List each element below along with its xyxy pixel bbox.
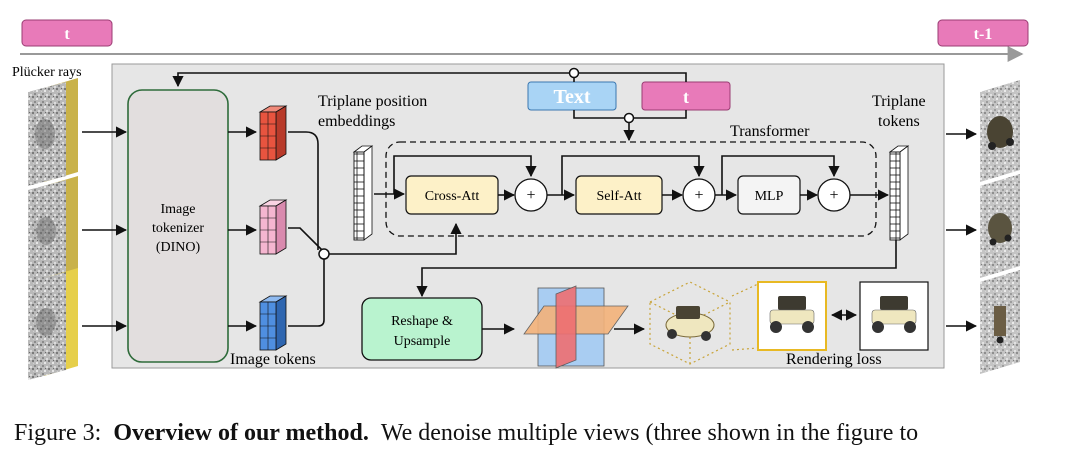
text-condition-label: Text <box>553 86 590 108</box>
triplane-representation <box>523 285 629 369</box>
triplane-position-label-line1: Triplane position <box>318 93 427 110</box>
method-diagram: t t-1 Plücker rays Image tokenizer (DINO… <box>12 19 1029 380</box>
reshape-label-line1: Reshape & <box>391 314 453 329</box>
token-merge-node <box>318 248 330 260</box>
image-tokens-label: Image tokens <box>230 351 316 368</box>
timestep-t-minus-1-badge: t-1 <box>937 19 1029 47</box>
denoised-output-view-3 <box>980 270 1020 374</box>
noisy-input-view-2 <box>28 176 78 284</box>
triplane-tokens-stack <box>888 145 910 241</box>
mlp-label: MLP <box>755 189 784 204</box>
rendering-loss-label: Rendering loss <box>786 351 882 368</box>
target-view-image <box>859 281 929 351</box>
rendered-3d-car <box>649 281 731 365</box>
triplane-position-label-line2: embeddings <box>318 113 395 130</box>
triplane-tokens-label-line1: Triplane <box>872 93 926 110</box>
image-tokenizer-line1: Image <box>161 202 196 217</box>
svg-text:+: + <box>526 187 535 204</box>
denoised-output-view-1 <box>980 80 1020 182</box>
mlp-block: MLP <box>737 175 801 215</box>
svg-text:+: + <box>694 187 703 204</box>
denoised-output-view-2 <box>980 174 1020 278</box>
svg-text:+: + <box>829 187 838 204</box>
timestep-t-minus-1-label: t-1 <box>974 26 993 43</box>
residual-add-2: + <box>682 178 716 212</box>
t-condition-box: t <box>641 81 731 111</box>
triplane-position-embeddings-stack <box>352 145 374 241</box>
image-token-stack-pink <box>258 199 288 255</box>
caption-title: Overview of our method. <box>113 420 369 446</box>
cross-att-block: Cross-Att <box>405 175 499 215</box>
image-tokenizer-block: Image tokenizer (DINO) <box>127 89 229 363</box>
noisy-input-view-3 <box>28 268 78 380</box>
noisy-input-view-1 <box>28 78 78 186</box>
timestep-t-label: t <box>64 26 70 43</box>
figure-caption: Figure 3: Overview of our method. We den… <box>14 418 1074 458</box>
triplane-tokens-label-line2: tokens <box>878 113 920 130</box>
cross-att-label: Cross-Att <box>425 189 480 204</box>
residual-add-3: + <box>817 178 851 212</box>
transformer-label: Transformer <box>730 123 810 140</box>
image-token-stack-blue <box>258 295 288 351</box>
transformer-block <box>385 141 877 237</box>
residual-add-1: + <box>514 178 548 212</box>
reshape-upsample-block: Reshape & Upsample <box>361 297 483 361</box>
rendered-view-image <box>757 281 827 351</box>
image-token-stack-red <box>258 105 288 161</box>
text-condition-box: Text <box>527 81 617 111</box>
reshape-label-line2: Upsample <box>394 334 451 349</box>
caption-figure-label: Figure 3: <box>14 420 102 446</box>
self-att-label: Self-Att <box>596 189 641 204</box>
caption-text: We denoise multiple views (three shown i… <box>380 420 919 446</box>
t-condition-label: t <box>683 87 689 107</box>
image-tokenizer-line3: (DINO) <box>156 240 201 255</box>
image-tokenizer-line2: tokenizer <box>152 221 204 236</box>
timestep-t-badge: t <box>21 19 113 47</box>
self-att-block: Self-Att <box>575 175 663 215</box>
plucker-rays-label: Plücker rays <box>12 65 82 80</box>
